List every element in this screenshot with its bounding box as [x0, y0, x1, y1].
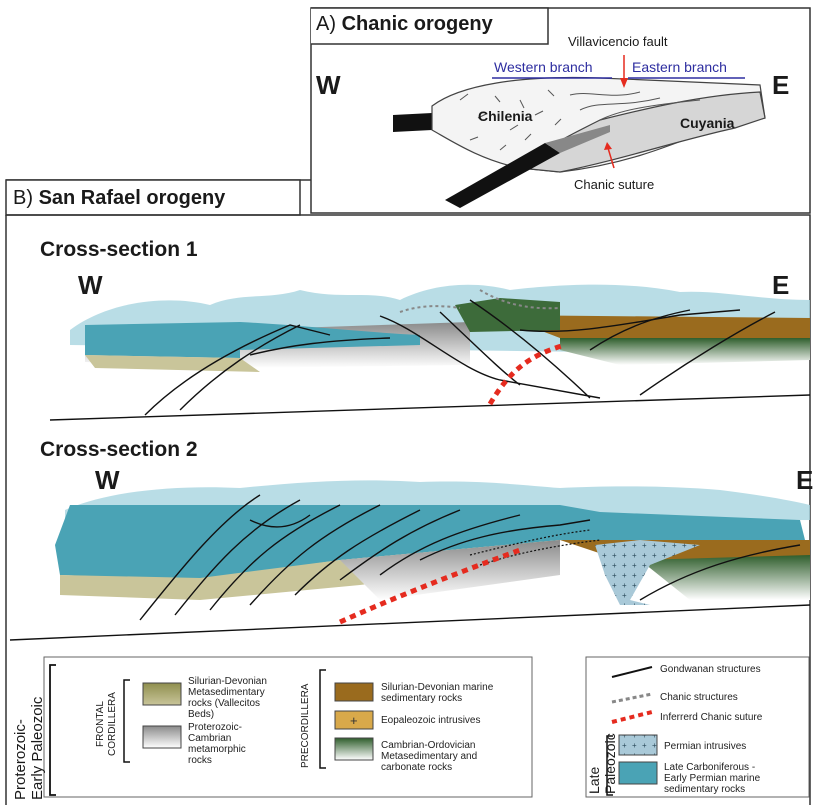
swatch-eopaleozoic	[334, 710, 374, 730]
cross-section-1	[49, 284, 811, 421]
legend-silurian-meta-label: Silurian-Devonian Metasedimentary rocks …	[188, 676, 267, 720]
panel-a-east: E	[772, 70, 790, 100]
swatch-late-carb	[618, 761, 658, 785]
legend-proterozoic-label: Proterozoic- Cambrian metamorphic rocks	[188, 722, 246, 766]
cross-section-1-west: W	[78, 270, 103, 300]
eastern-branch-label: Eastern branch	[632, 59, 727, 75]
legend-chanic-label: Chanic structures	[660, 692, 738, 703]
legend-cambrian-label: Cambrian-Ordovician Metasedimentary and …	[381, 740, 478, 773]
panel-frames	[5, 7, 811, 805]
cross-section-2-west: W	[95, 465, 120, 495]
western-branch-label: Western branch	[494, 59, 593, 75]
legend-group-precordillera: PRECORDILLERA	[300, 683, 311, 768]
panel-b-title: B) San Rafael orogeny	[13, 187, 226, 209]
cuyania-label: Cuyania	[680, 115, 735, 131]
legend-late-carb-label: Late Carboniferous - Early Permian marin…	[664, 762, 761, 795]
panel-a-west: W	[316, 70, 341, 100]
swatch-silurian-marine	[334, 682, 374, 702]
swatch-proterozoic	[142, 725, 182, 749]
legend-silurian-marine-label: Silurian-Devonian marine sedimentary roc…	[381, 682, 494, 704]
cross-section-2	[9, 480, 811, 641]
chanic-suture-label: Chanic suture	[574, 177, 655, 192]
swatch-silurian-meta	[142, 682, 182, 706]
panel-a-title: A) Chanic orogeny	[316, 13, 493, 35]
legend-eopaleozoic-label: Eopaleozoic intrusives	[381, 715, 481, 726]
legend-permian-label: Permian intrusives	[664, 741, 747, 752]
cross-section-1-east: E	[772, 270, 790, 300]
cross-section-1-title: Cross-section 1	[40, 238, 198, 261]
chilenia-label: Chilenia	[478, 108, 533, 124]
legend-group-frontal: FRONTAL CORDILLERA	[95, 692, 118, 756]
swatch-permian	[618, 734, 658, 756]
cross-section-2-east: E	[796, 465, 814, 495]
eopaleozoic-symbol: +	[350, 713, 358, 728]
legend-gondwanan-label: Gondwanan structures	[660, 664, 761, 675]
villavicencio-fault-label: Villavicencio fault	[568, 34, 668, 49]
legend-group-proterozoic: Proterozoic- Early Paleozoic	[12, 696, 46, 800]
panel-a-sketch	[393, 55, 766, 208]
legend-group-late-paleozoic: Late Paleozoic	[586, 733, 618, 794]
swatch-cambrian	[334, 737, 374, 761]
legend-suture-label: Inferrerd Chanic suture	[660, 712, 763, 723]
swatch-gondwanan	[611, 666, 653, 678]
cross-section-2-title: Cross-section 2	[40, 438, 198, 461]
swatch-suture	[611, 710, 653, 724]
